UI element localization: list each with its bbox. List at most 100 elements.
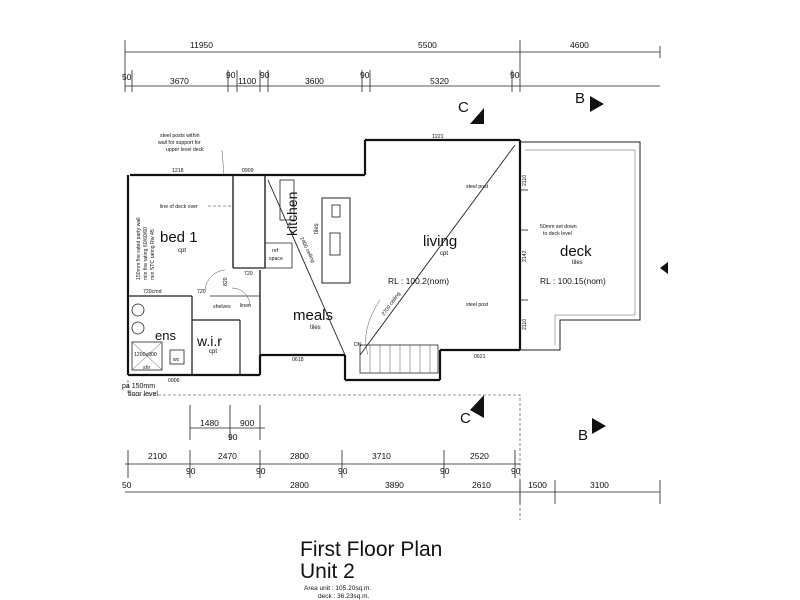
room-kitchen-floor: tiles	[314, 223, 320, 234]
sd-2142: 2142	[522, 250, 528, 262]
note-set-down-1: 50mm set down	[540, 224, 577, 230]
small-dimensions: 1221 1218 0909 720cmd 720 720 820 0906 0…	[134, 134, 528, 384]
note-wc: wc	[173, 357, 180, 363]
room-wir-floor: cpt	[209, 349, 217, 355]
dim-90-i: 90	[511, 466, 521, 476]
dim-90-g: 90	[338, 466, 348, 476]
dim-5320: 5320	[430, 76, 449, 86]
room-shelves: shelves	[213, 304, 231, 310]
dim-2800-a: 2800	[290, 451, 309, 461]
section-b-top-arrow	[590, 96, 604, 112]
dim-3890: 3890	[385, 480, 404, 490]
dim-2520: 2520	[470, 451, 489, 461]
dim-90-e: 90	[186, 466, 196, 476]
room-deck-floor: tiles	[572, 260, 583, 266]
note-ceiling-2700: 2700 ceiling	[381, 291, 402, 317]
dim-3670: 3670	[170, 76, 189, 86]
room-bed1-floor: cpt	[178, 248, 186, 254]
sd-1200x900: 1200x900	[134, 352, 157, 358]
top-dimensions: 11950 5500 4600 50 3670 90 1100 90 3600 …	[122, 40, 661, 92]
note-steel-post-a: steel post	[466, 184, 489, 190]
plan-notes: steel posts within wall for support for …	[122, 133, 577, 398]
dim-90-b: 90	[260, 70, 270, 80]
dim-90-f: 90	[256, 466, 266, 476]
sd-0621: 0621	[474, 354, 486, 360]
bottom-dimensions: 1480 900 90 2100 90 2470 90 2800 90 3710…	[122, 405, 661, 504]
note-ceiling-2400: 2400 ceiling	[298, 236, 316, 264]
plan-subtitle: Unit 2	[300, 560, 355, 583]
dim-2100: 2100	[148, 451, 167, 461]
plan-walls	[126, 138, 641, 520]
dim-900: 900	[240, 418, 254, 428]
living-rl: RL : 100.2(nom)	[388, 276, 449, 286]
note-party-wall-1: 150mm fire rated party wall	[136, 217, 142, 280]
dim-90-a: 90	[226, 70, 236, 80]
sd-820: 820	[223, 277, 229, 286]
room-labels: bed 1 cpt kitchen tiles living cpt RL : …	[155, 192, 606, 355]
sd-0906: 0906	[168, 378, 180, 384]
note-level-1: pa 150mm	[122, 383, 155, 390]
area-unit: Area unit : 105.20sq.m.	[304, 585, 371, 592]
sd-2110b: 2110	[522, 319, 528, 330]
room-kitchen: kitchen	[284, 192, 300, 236]
note-steel-posts-1: steel posts within	[160, 133, 200, 139]
room-bed1: bed 1	[160, 229, 198, 246]
ref-space-1: ref	[272, 248, 279, 254]
dim-3710: 3710	[372, 451, 391, 461]
note-party-wall-3: min STC rating Rw 45	[150, 229, 156, 280]
dim-90-c: 90	[360, 70, 370, 80]
room-living-floor: cpt	[440, 251, 448, 257]
section-b-top: B	[575, 90, 585, 107]
sd-0618: 0618	[292, 357, 304, 363]
section-c-top: C	[458, 99, 469, 116]
room-linen: linen	[240, 303, 251, 309]
plan-title: First Floor Plan	[300, 538, 442, 561]
title-block: First Floor Plan Unit 2 Area unit : 105.…	[300, 538, 442, 600]
dim-3100: 3100	[590, 480, 609, 490]
section-c-bottom-arrow	[470, 395, 484, 418]
note-deck-over: line of deck over	[160, 204, 198, 210]
dim-90-bottom-small: 90	[228, 432, 238, 442]
dim-90-d: 90	[510, 70, 520, 80]
note-level-2: floor level	[128, 391, 158, 398]
dim-1480: 1480	[200, 418, 219, 428]
sd-720a: 720	[197, 289, 206, 295]
ref-space-2: space	[269, 256, 283, 262]
dim-1500: 1500	[528, 480, 547, 490]
dim-2470: 2470	[218, 451, 237, 461]
section-markers: C B C B	[458, 90, 668, 444]
section-b-bottom-arrow	[592, 418, 606, 434]
dim-90-h: 90	[440, 466, 450, 476]
note-dn: DN	[354, 342, 362, 348]
sd-1218: 1218	[172, 168, 184, 174]
area-deck: deck : 36.23sq.m.	[318, 593, 369, 600]
room-wir: w.i.r	[196, 333, 222, 349]
sd-0909: 0909	[242, 168, 254, 174]
room-living: living	[423, 233, 457, 250]
dim-4600: 4600	[570, 40, 589, 50]
section-b-bottom: B	[578, 427, 588, 444]
note-steel-post-b: steel post	[466, 302, 489, 308]
room-meals: meals	[293, 307, 333, 324]
dim-11950: 11950	[190, 40, 213, 50]
dim-3600: 3600	[305, 76, 324, 86]
section-c-bottom: C	[460, 410, 471, 427]
sd-720b: 720	[244, 271, 253, 277]
dim-50-bottom: 50	[122, 480, 132, 490]
deck-side-arrow	[660, 262, 668, 274]
room-meals-floor: tiles	[310, 325, 321, 331]
deck-rl: RL : 100.15(nom)	[540, 276, 606, 286]
note-shr: shr	[143, 365, 150, 371]
dim-2800-b: 2800	[290, 480, 309, 490]
room-ens: ens	[155, 328, 176, 343]
section-c-top-arrow	[470, 108, 484, 124]
note-party-wall-2: min fire rating 60/60/60	[143, 227, 149, 280]
note-steel-posts-3: upper level deck	[166, 147, 204, 153]
sd-1221: 1221	[432, 134, 444, 140]
room-deck: deck	[560, 243, 592, 260]
note-set-down-2: to deck level	[543, 231, 572, 237]
sd-2110a: 2110	[522, 175, 528, 186]
dim-2610: 2610	[472, 480, 491, 490]
sd-720cmd: 720cmd	[143, 289, 162, 295]
